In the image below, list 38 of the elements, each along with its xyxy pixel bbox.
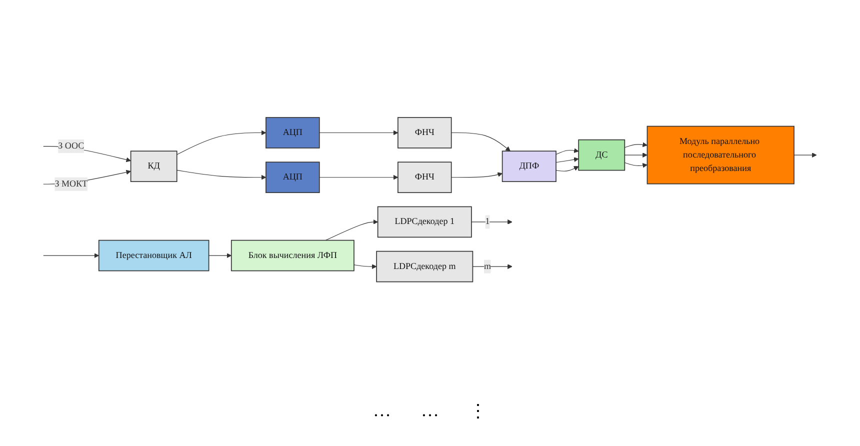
node-box: ДС (578, 140, 626, 172)
arrow (556, 157, 579, 163)
arrow (451, 132, 510, 152)
arrow (556, 166, 579, 172)
arrow (43, 253, 100, 258)
node-box: Модуль параллельно последовательного преобразования (646, 126, 794, 185)
edge-label: З ООС (58, 142, 84, 152)
node-box: АЦП (266, 162, 320, 194)
arrow (319, 130, 398, 136)
edge-label: З МОКТ (54, 179, 88, 189)
node-box: Перестановщик АЛ (98, 240, 210, 272)
node-box: LDPCдекодер m (376, 251, 474, 283)
node-box: ДПФ (502, 151, 556, 182)
node-box: АЦП (266, 117, 320, 149)
node-box: ФНЧ (398, 117, 452, 149)
arrow (208, 253, 232, 258)
arrow (176, 130, 266, 156)
arrow (556, 148, 579, 156)
node-box: LDPCдекодер 1 (377, 206, 472, 238)
arrow (325, 220, 378, 241)
ellipsis-mark: … (421, 400, 439, 422)
arrow (624, 152, 648, 158)
arrow (624, 142, 648, 148)
node-box: КД (130, 151, 178, 182)
ellipsis-mark: … (373, 400, 391, 422)
node-box: Блок вычисления ЛФП (230, 240, 354, 272)
arrow (794, 152, 817, 158)
edge-label: m (484, 262, 492, 272)
arrow (319, 175, 398, 180)
edge-label: 1 (485, 217, 490, 227)
arrow (471, 220, 512, 225)
arrow (176, 170, 266, 180)
arrow (354, 264, 377, 270)
ellipsis-mark: ⋮ (469, 400, 487, 422)
arrow (451, 172, 503, 178)
node-box: ФНЧ (398, 162, 452, 194)
arrow (624, 162, 648, 168)
arrow (472, 264, 512, 270)
